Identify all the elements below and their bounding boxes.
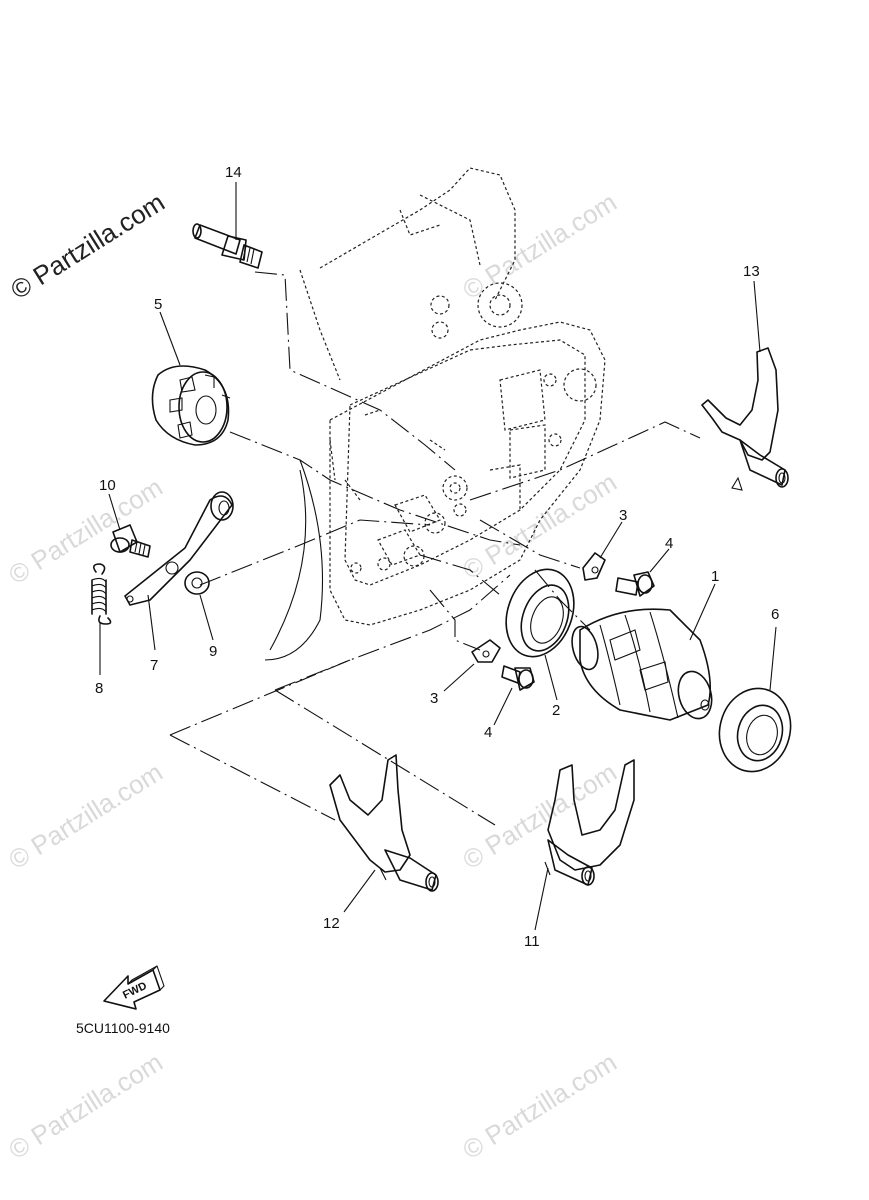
fwd-arrow-icon: FWD [103, 965, 165, 1010]
part-7-shift-lever [124, 491, 234, 606]
callout-12: 12 [323, 915, 340, 932]
diagram-code: 5CU1100-9140 [76, 1020, 170, 1036]
part-3-plate-lower [471, 639, 501, 663]
callout-4-lower: 4 [484, 724, 492, 741]
part-4-screw-upper [615, 571, 655, 597]
callout-9: 9 [209, 643, 217, 660]
callout-11: 11 [524, 933, 540, 950]
callout-7: 7 [150, 657, 158, 674]
part-11-shift-fork [544, 759, 635, 886]
assembly-lines [169, 271, 701, 826]
part-10-bolt [110, 524, 151, 558]
part-12-shift-fork [329, 754, 439, 892]
part-3-plate-upper [582, 552, 606, 581]
callout-3-lower: 3 [430, 690, 438, 707]
callout-8: 8 [95, 680, 103, 697]
part-5-drum-segment [151, 365, 231, 446]
watermark: © Partzilla.com [457, 187, 621, 305]
part-2-bearing [505, 568, 575, 658]
callouts: 14 5 13 10 8 7 9 3 4 1 6 3 4 2 12 11 [95, 164, 779, 950]
watermark: © Partzilla.com [3, 472, 167, 590]
callout-3-upper: 3 [619, 507, 627, 524]
callout-6: 6 [771, 606, 779, 623]
watermark: © Partzilla.com [3, 1047, 167, 1165]
part-14-stud-bolt [192, 223, 263, 269]
part-1-shift-drum [571, 608, 713, 721]
part-6-bearing [718, 687, 792, 773]
part-9-washer [184, 571, 210, 595]
callout-13: 13 [743, 263, 760, 280]
callout-5: 5 [154, 296, 162, 313]
callout-10: 10 [99, 477, 116, 494]
crankcase-outline [264, 167, 606, 661]
part-13-shift-fork [701, 347, 789, 491]
callout-2: 2 [552, 702, 560, 719]
watermark-main: © Partzilla.com [5, 187, 169, 305]
leader-lines [99, 182, 777, 931]
part-8-spring [91, 563, 112, 625]
part-4-screw-lower [501, 665, 535, 691]
watermark: © Partzilla.com [457, 1047, 621, 1165]
fwd-label: FWD [121, 980, 149, 1002]
watermark: © Partzilla.com [457, 757, 621, 875]
callout-14: 14 [225, 164, 242, 181]
callout-1: 1 [711, 568, 719, 585]
callout-4-upper: 4 [665, 535, 673, 552]
watermark: © Partzilla.com [3, 757, 167, 875]
